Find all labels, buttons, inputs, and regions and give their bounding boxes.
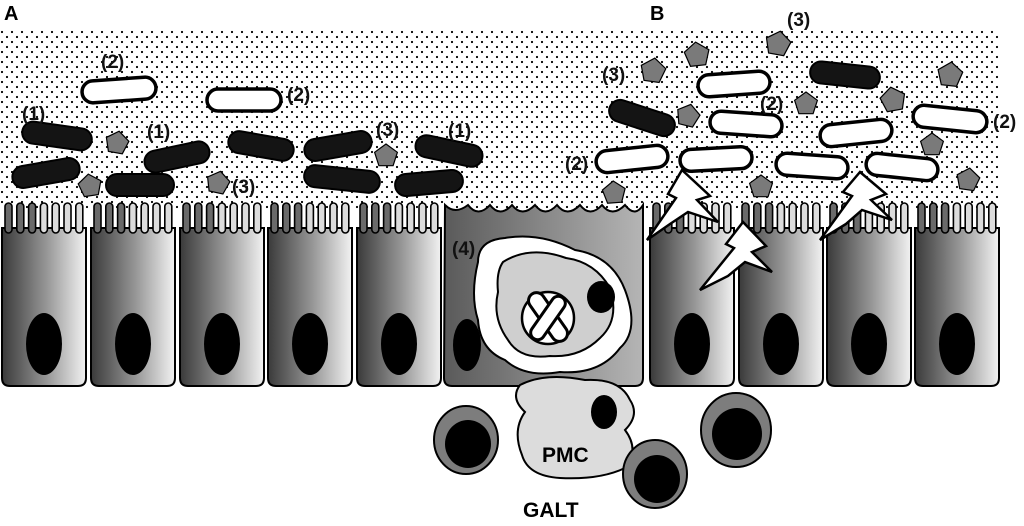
- label-2: (2): [101, 52, 124, 73]
- bacterium-dark: [414, 134, 484, 168]
- antigen-pentagon: [748, 174, 774, 198]
- bacterium-light: [911, 103, 989, 135]
- epithelial-cell: [179, 202, 265, 387]
- lymphocyte: [700, 392, 772, 468]
- bacterium-dark: [608, 98, 676, 138]
- bacterium-dark: [809, 60, 881, 90]
- bacterium-dark: [303, 130, 373, 162]
- pmc-nucleus: [591, 395, 617, 429]
- antigen-pentagon: [640, 57, 667, 84]
- nucleus: [763, 313, 799, 375]
- bacterium-light: [708, 109, 784, 139]
- bacterium-light: [678, 144, 754, 174]
- pmc-label: PMC: [542, 444, 589, 467]
- nucleus: [26, 313, 62, 375]
- label-3: (3): [602, 65, 625, 86]
- label-2: (2): [565, 154, 588, 175]
- antigens: [77, 30, 981, 204]
- panel-label-a: A: [4, 3, 18, 25]
- pmc-cell: PMC: [515, 376, 635, 480]
- nucleus: [674, 313, 710, 375]
- antigen-pentagon: [206, 170, 231, 195]
- macrophage-nucleus: [587, 281, 615, 313]
- antigen-pentagon: [77, 173, 102, 198]
- bacteria: [11, 60, 989, 198]
- lymphocyte: [433, 405, 499, 475]
- label-1: (1): [147, 122, 170, 143]
- bacterium-light: [774, 151, 850, 181]
- label-2: (2): [287, 85, 310, 106]
- epithelial-cell: [826, 202, 912, 387]
- bacterium-dark: [303, 164, 381, 194]
- bacterium-dark: [105, 173, 175, 197]
- bacterium-light: [80, 75, 158, 105]
- epithelial-cell: [356, 202, 442, 387]
- lightning-icon: [645, 168, 719, 242]
- galt-label: GALT: [523, 499, 579, 521]
- macrophage: [473, 235, 633, 375]
- lightning-icon: [699, 220, 773, 292]
- nucleus: [851, 313, 887, 375]
- nucleus: [292, 313, 328, 375]
- antigen-pentagon: [765, 30, 792, 57]
- bacterium-dark: [11, 157, 81, 189]
- bacterium-dark: [143, 140, 211, 174]
- antigen-pentagon: [793, 91, 819, 115]
- m-cell-nucleus: [453, 319, 481, 371]
- label-3: (3): [376, 120, 399, 141]
- nucleus: [939, 313, 975, 375]
- bacterium-light: [594, 143, 670, 175]
- epithelial-cells: [1, 202, 1000, 387]
- nucleus: [381, 313, 417, 375]
- antigen-pentagon: [937, 61, 964, 87]
- antigen-pentagon: [919, 132, 945, 156]
- epithelial-cell: [738, 202, 824, 387]
- antigen-pentagon: [601, 180, 626, 204]
- label-4: (4): [452, 239, 475, 260]
- lymphocyte: [622, 439, 688, 509]
- bacterium-light: [818, 117, 894, 149]
- antigen-pentagon: [105, 130, 130, 155]
- antigen-pentagon: [373, 143, 399, 167]
- label-1: (1): [448, 121, 471, 142]
- bacterium-light: [696, 69, 772, 99]
- label-1: (1): [22, 104, 45, 125]
- bacterium-dark: [21, 120, 93, 152]
- bacterium-light: [205, 87, 283, 113]
- epithelial-cell: [90, 202, 176, 387]
- engulfed-bacterium: [529, 294, 567, 342]
- label-3: (3): [787, 10, 810, 31]
- bacterium-light: [864, 151, 940, 183]
- antigen-pentagon: [683, 41, 710, 67]
- epithelial-cell: [914, 202, 1000, 387]
- lightning-icon: [818, 170, 893, 242]
- label-2: (2): [760, 94, 783, 115]
- panel-label-b: B: [650, 3, 664, 25]
- label-3: (3): [232, 177, 255, 198]
- antigen-pentagon: [956, 167, 981, 192]
- label-2: (2): [993, 112, 1016, 133]
- antigen-pentagon: [879, 86, 906, 113]
- nucleus: [204, 313, 240, 375]
- bacterium-dark: [394, 168, 464, 198]
- epithelial-cell: [267, 202, 353, 387]
- bacterium-dark: [227, 130, 295, 162]
- epithelial-cell: [1, 202, 87, 387]
- nucleus: [115, 313, 151, 375]
- antigen-pentagon: [677, 103, 701, 128]
